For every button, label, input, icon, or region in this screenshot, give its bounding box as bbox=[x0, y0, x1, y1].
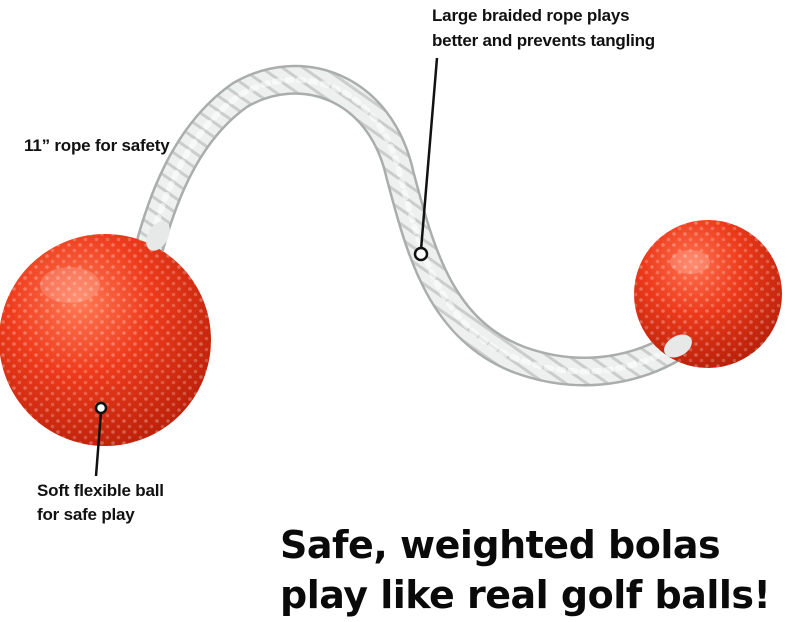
braided-rope bbox=[135, 64, 700, 387]
callout-ball-line2: for safe play bbox=[37, 505, 135, 524]
callout-ball-line1: Soft flexible ball bbox=[37, 481, 164, 500]
left-ball bbox=[0, 234, 211, 446]
right-ball bbox=[634, 220, 782, 368]
callout-braided-line1: Large braided rope plays bbox=[432, 6, 630, 25]
headline-line1: Safe, weighted bolas bbox=[280, 523, 721, 567]
rope-ends bbox=[146, 221, 692, 358]
callout-braided-line2: better and prevents tangling bbox=[432, 31, 655, 50]
callout-pointer-ball bbox=[94, 401, 108, 477]
callout-pointer-braided bbox=[413, 57, 439, 262]
callout-rope-length: 11” rope for safety bbox=[24, 136, 170, 155]
headline-line2: play like real golf balls! bbox=[280, 573, 771, 617]
